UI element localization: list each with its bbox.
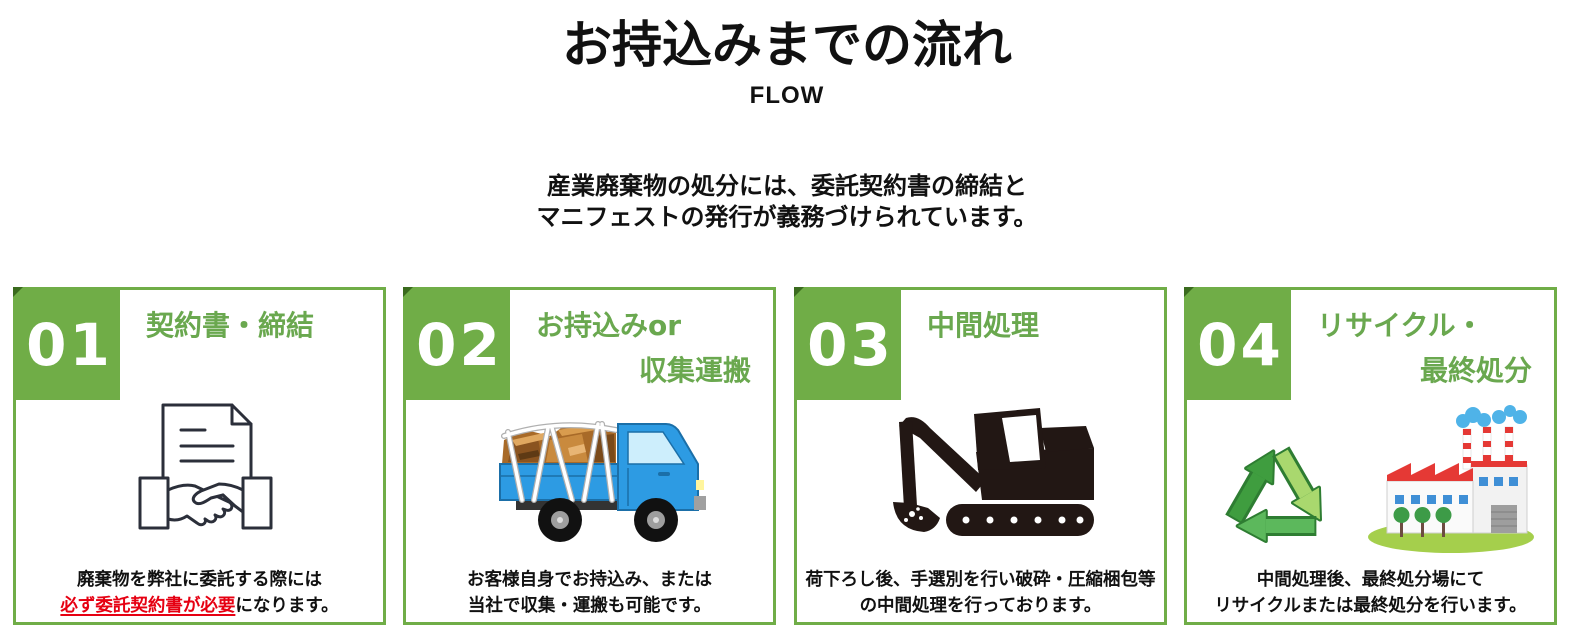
- truck-cab: [617, 423, 706, 511]
- step-card-3: 03 中間処理: [794, 287, 1167, 625]
- page-subtitle: FLOW: [749, 82, 825, 109]
- truck-wheels: [538, 498, 678, 542]
- description-line: お客様自身でお持込み、または: [467, 570, 712, 590]
- step-number-badge: 01: [16, 290, 120, 400]
- description-text: になります。: [235, 596, 339, 616]
- step-title-line: リサイクル・: [1317, 309, 1484, 342]
- step-card-1: 01 契約書・締結: [13, 287, 386, 625]
- step-title-line: 収集運搬: [638, 354, 751, 387]
- step-title: 中間処理: [927, 303, 1142, 348]
- step-number-badge: 04: [1187, 290, 1291, 400]
- contract-handshake-icon: [138, 403, 273, 530]
- excavator-icon: [893, 408, 1094, 536]
- handshake: [166, 482, 245, 527]
- factory-icon: [1368, 405, 1534, 553]
- step-title-line: 契約書・締結: [146, 309, 315, 342]
- recycle-arrow: [1272, 446, 1322, 522]
- excavator-tracks: [946, 504, 1094, 536]
- corner-mark: [1184, 287, 1194, 297]
- intro-line: マニフェストの発行が義務づけられています。: [536, 203, 1038, 231]
- intro-text: 産業廃棄物の処分には、委託契約書の締結と マニフェストの発行が義務づけられていま…: [0, 171, 1574, 233]
- smoke: [1456, 405, 1527, 428]
- excavator-bucket: [893, 502, 940, 532]
- truck-icon: [499, 421, 706, 542]
- page-title: お持込みまでの流れ: [562, 16, 1012, 74]
- step-description: 中間処理後、最終処分場にて リサイクルまたは最終処分を行います。: [1187, 567, 1554, 619]
- sleeves: [138, 476, 273, 530]
- step-title-line: 最終処分: [1419, 354, 1532, 387]
- description-line: リサイクルまたは最終処分を行います。: [1214, 596, 1527, 616]
- corner-mark: [13, 287, 23, 297]
- step-number-badge: 03: [797, 290, 901, 400]
- step-description: 荷下ろし後、手選別を行い破砕・圧縮梱包等 の中間処理を行っております。: [797, 567, 1164, 619]
- step-title: 契約書・締結: [146, 303, 361, 348]
- recycle-icon: [1225, 446, 1322, 544]
- excavator-body: [974, 408, 1094, 500]
- step-card-4: 04 リサイクル・ 最終処分: [1184, 287, 1557, 625]
- document: [161, 403, 253, 492]
- step-number-badge: 02: [406, 290, 510, 400]
- description-line: 廃棄物を弊社に委託する際には: [77, 570, 322, 590]
- corner-mark: [403, 287, 413, 297]
- corner-mark: [794, 287, 804, 297]
- description-line: の中間処理を行っております。: [859, 596, 1102, 616]
- recycle-arrow: [1225, 449, 1276, 525]
- factory-building: [1386, 461, 1528, 534]
- step-title: リサイクル・ 最終処分: [1317, 303, 1532, 393]
- truck-chassis: [516, 500, 696, 510]
- step-title-line: 中間処理: [927, 309, 1040, 342]
- description-line: 当社で収集・運搬も可能です。: [467, 596, 712, 616]
- description-line: 荷下ろし後、手選別を行い破砕・圧縮梱包等: [805, 570, 1156, 590]
- description-line: 中間処理後、最終処分場にて: [1256, 570, 1485, 590]
- intro-line: 産業廃棄物の処分には、委託契約書の締結と: [547, 172, 1027, 200]
- step-title: お持込みor 収集運搬: [536, 303, 751, 393]
- emphasis-text: 必ず委託契約書が必要: [60, 596, 236, 616]
- step-title-line: お持込みor: [536, 309, 682, 342]
- step-description: お客様自身でお持込み、または 当社で収集・運搬も可能です。: [406, 567, 773, 619]
- excavator-arm: [899, 417, 986, 508]
- step-description: 廃棄物を弊社に委託する際には 必ず委託契約書が必要になります。: [16, 567, 383, 619]
- truck-ropes: [501, 421, 619, 503]
- step-card-2: 02 お持込みor 収集運搬: [403, 287, 776, 625]
- chimneys: [1462, 426, 1514, 470]
- description-line: 必ず委託契約書が必要になります。: [16, 593, 383, 619]
- trees: [1393, 507, 1452, 537]
- recycle-arrow: [1235, 509, 1317, 544]
